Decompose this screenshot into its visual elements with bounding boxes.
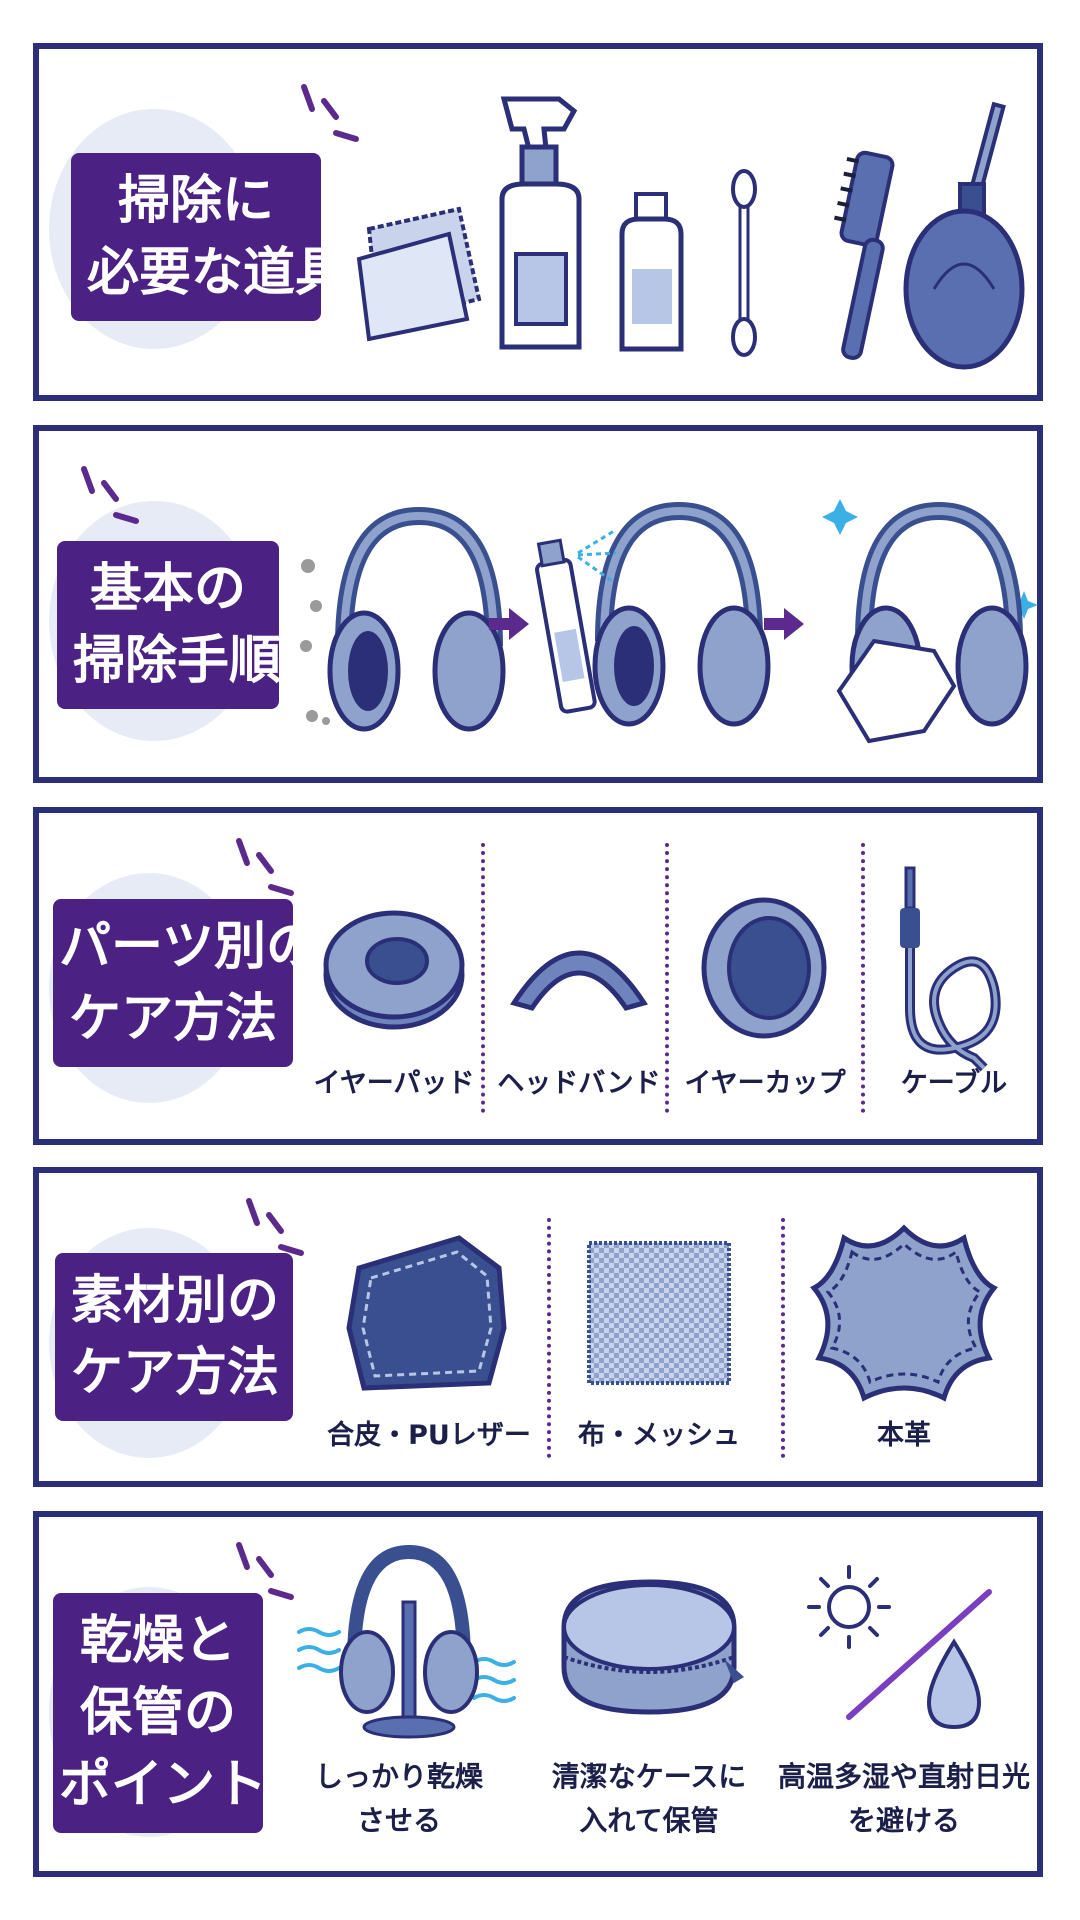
panel-cleaning-tools: 掃除に 必要な道具 [33,43,1043,401]
title-line: 素材別の [71,1271,280,1331]
headphone-stand-icon [297,1544,516,1739]
title-line: 乾燥と [79,1611,236,1671]
cleaner-bottle-icon [619,192,684,352]
storage-case-icon [561,1579,744,1715]
tip-line: 入れて保管 [579,1804,719,1837]
pu-leather-icon [346,1235,507,1391]
divider [481,843,485,1113]
emphasis-lines-icon [81,466,139,524]
mesh-fabric-icon [587,1241,731,1385]
title-line: 保管の [79,1683,236,1743]
part-label: イヤーカップ [684,1068,846,1099]
section-title-materials: 素材別の ケア方法 [55,1253,293,1421]
emphasis-lines-icon [236,1542,294,1600]
spray-headphones-icon [535,501,771,727]
arrow-right-icon [489,608,529,640]
cleaning-cloth-icon [356,206,482,342]
material-label: 布・メッシュ [578,1420,740,1451]
part-label: ヘッドバンド [497,1068,661,1099]
tip-label: 高温多湿や直射日光 を避ける [774,1755,1034,1843]
emphasis-lines-icon [246,1198,304,1256]
divider [547,1218,551,1458]
title-line: ケア方法 [71,1343,280,1403]
tip-line: 高温多湿や直射日光 [777,1760,1030,1793]
title-line: ケア方法 [68,989,277,1049]
genuine-leather-icon [810,1224,998,1402]
wipe-headphones-icon [822,499,1038,744]
tip-label: 清潔なケースに 入れて保管 [539,1755,759,1843]
part-label: イヤーパッド [313,1068,475,1099]
tip-line: を避ける [847,1804,960,1837]
divider [861,843,865,1113]
emphasis-lines-icon [236,838,294,896]
arrow-right-icon [764,608,804,640]
divider [665,843,669,1113]
part-label: ケーブル [900,1068,1008,1099]
title-line: 必要な道具 [87,243,348,303]
panel-parts-care: パーツ別の ケア方法 イヤーパッド ヘッドバンド イヤーカップ ケーブル [33,807,1043,1145]
panel-material-care: 素材別の ケア方法 合皮・PUレザー 布・メッシュ 本革 [33,1167,1043,1487]
title-line: 基本の [89,559,246,619]
title-line: 掃除に [117,171,274,231]
ear-cup-icon [701,897,827,1039]
title-line: 掃除手順 [73,631,282,691]
section-title-parts: パーツ別の ケア方法 [53,899,318,1067]
tip-line: させる [356,1804,441,1837]
divider [781,1218,785,1458]
air-blower-icon [903,101,1025,370]
tip-line: しっかり乾燥 [314,1760,483,1793]
tip-label: しっかり乾燥 させる [294,1755,504,1843]
tip-line: 清潔なケースに [551,1760,747,1793]
section-title-tools: 掃除に 必要な道具 [71,153,348,321]
brush-icon [833,150,895,360]
title-line: パーツ別の [59,917,318,977]
material-label: 合皮・PUレザー [327,1420,531,1451]
title-line: ポイント [59,1755,268,1815]
material-label: 本革 [877,1420,931,1451]
section-title-storage: 乾燥と 保管の ポイント [53,1593,268,1833]
section-title-steps: 基本の 掃除手順 [57,541,282,709]
emphasis-lines-icon [301,84,359,142]
cable-icon [900,866,1001,1072]
cotton-swab-icon [731,169,757,357]
headband-icon [510,950,648,1011]
panel-basic-steps: 基本の 掃除手順 [33,425,1043,783]
ear-pad-icon [323,910,465,1030]
dusty-headphones-icon [300,506,506,732]
spray-bottle-icon [499,96,582,350]
no-sun-no-water-icon [807,1565,992,1730]
panel-drying-storage: 乾燥と 保管の ポイント しっかり乾燥 させる 清潔なケースに 入れて保管 [33,1511,1043,1877]
